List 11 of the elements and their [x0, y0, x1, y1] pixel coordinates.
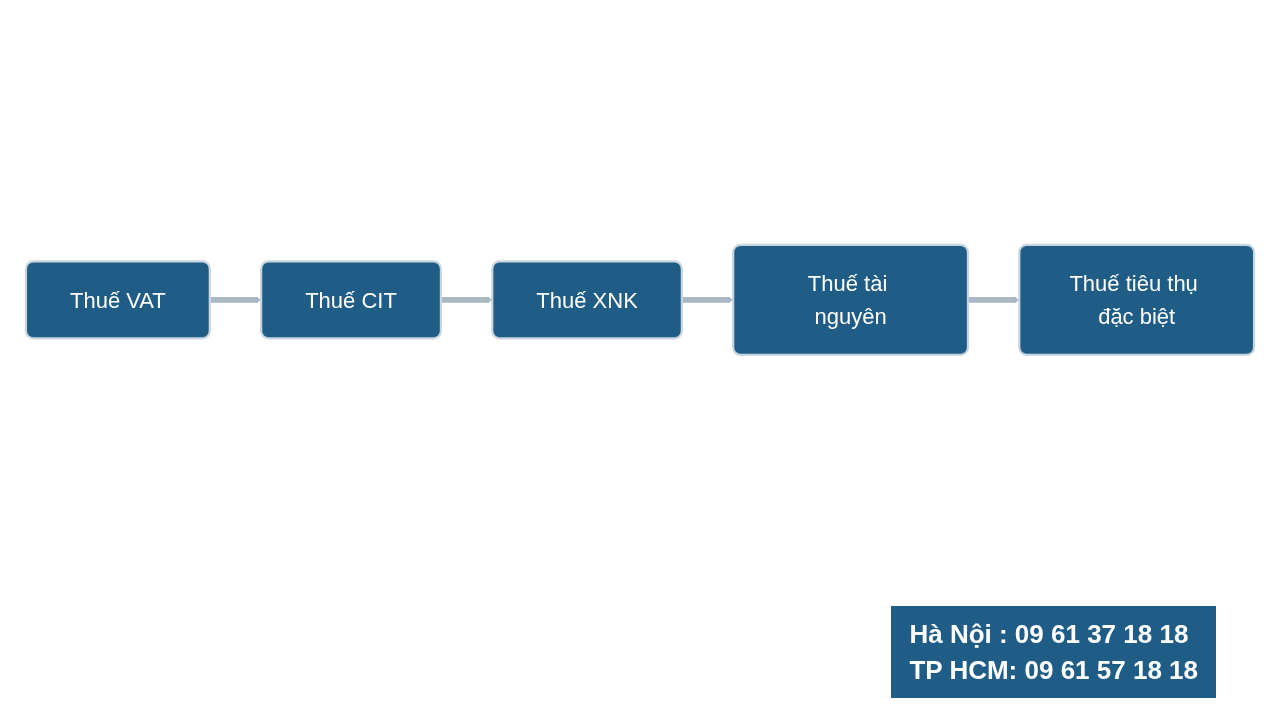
node-box: Thuế VAT [24, 260, 211, 340]
arrow [681, 296, 734, 304]
node-box: Thuế tiêu thụ đặc biệt [1018, 243, 1256, 357]
node-box: Thuế CIT [260, 260, 442, 340]
arrow [967, 296, 1020, 304]
phone-number: Hà Nội : 09 61 37 18 18 [909, 618, 1190, 651]
node-box: Thuế XNK [491, 260, 683, 340]
phone-number: TP HCM: 09 61 57 18 18 [909, 654, 1198, 687]
arrow [440, 296, 493, 304]
node-box: Thuế tài nguyên [732, 243, 970, 357]
arrow [209, 296, 262, 304]
